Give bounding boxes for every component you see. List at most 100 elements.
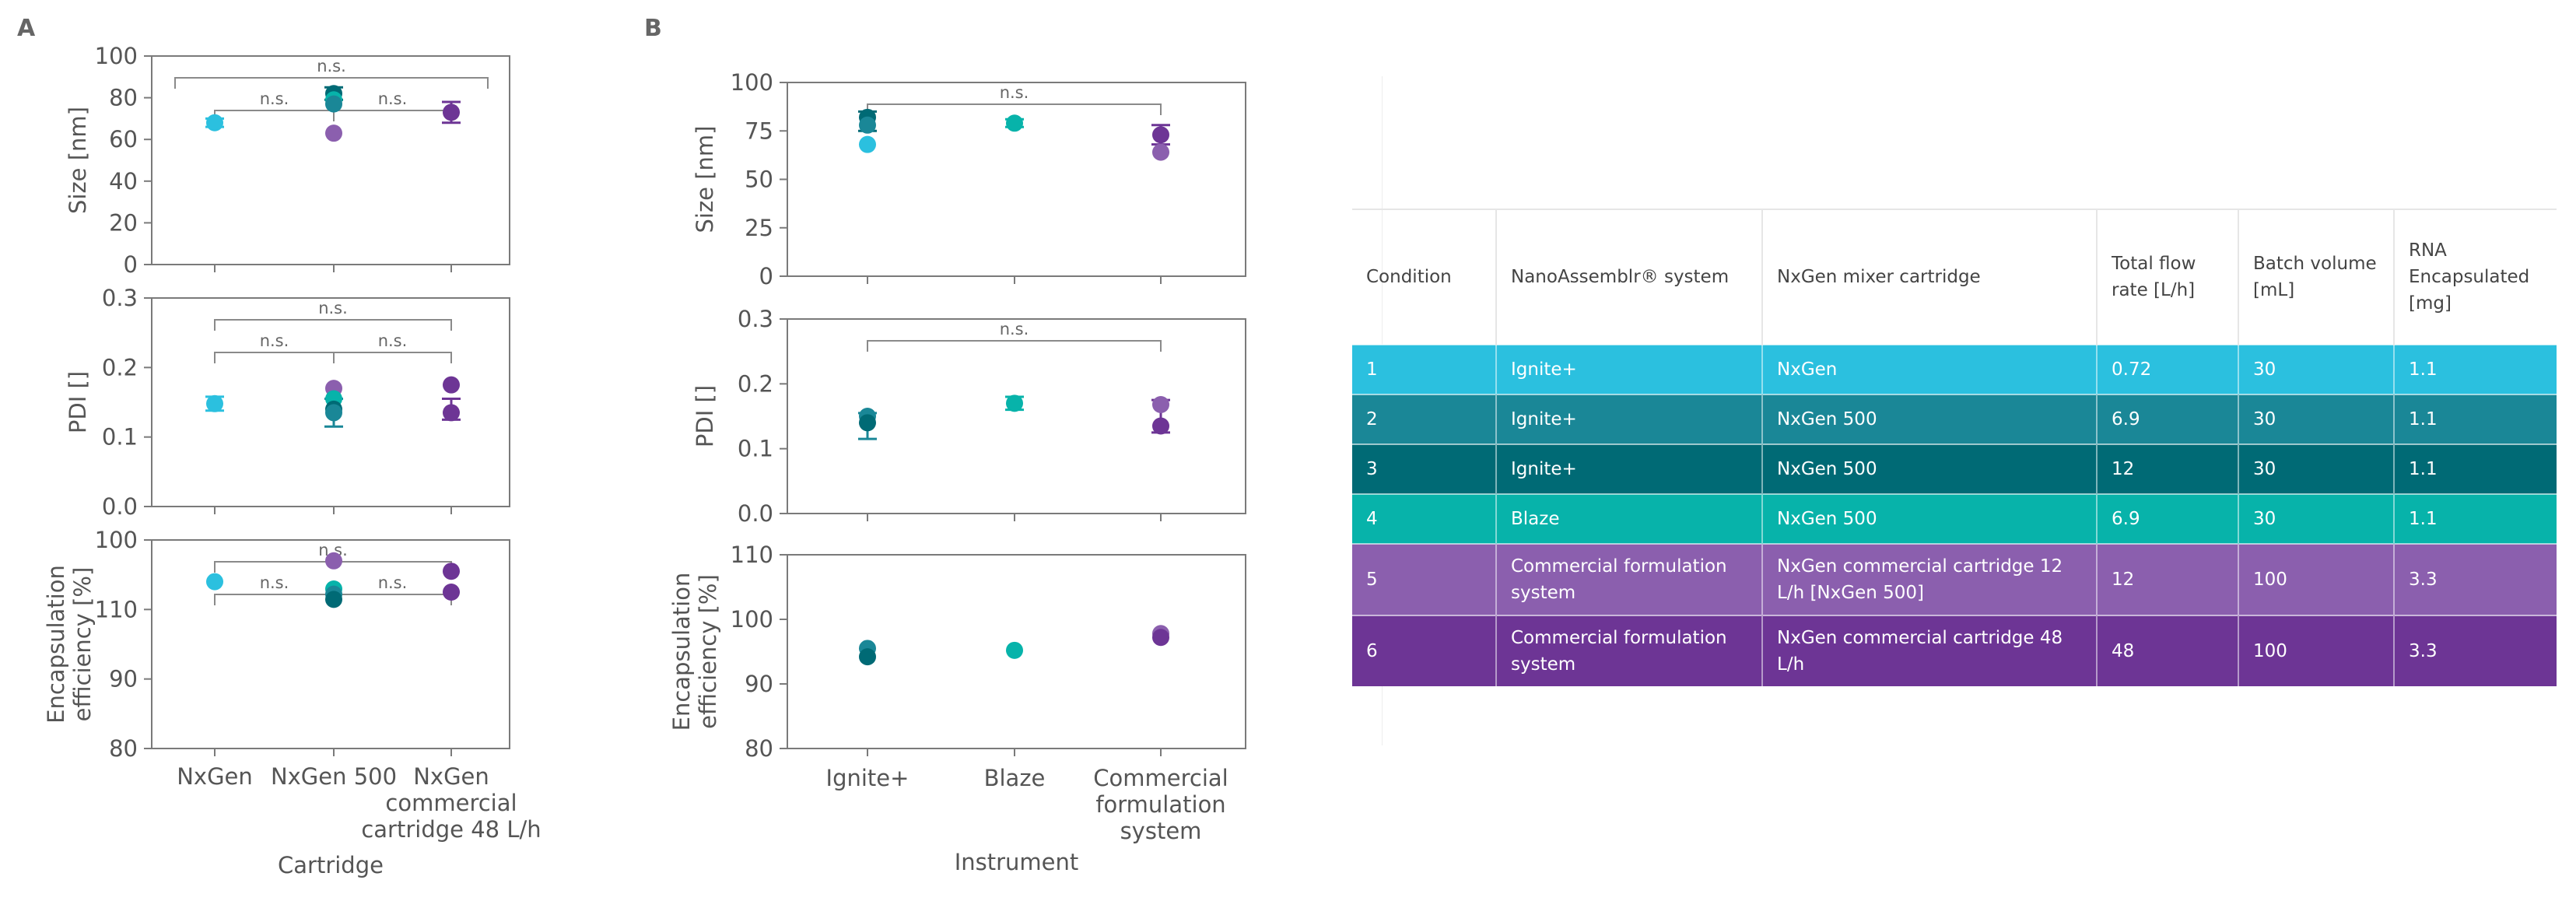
data-point xyxy=(1006,641,1023,659)
table-cell: 0.72 xyxy=(2096,344,2238,394)
x-category-label-line: system xyxy=(1120,818,1202,844)
x-category-label: Blaze xyxy=(984,765,1046,791)
table-cell: 1.1 xyxy=(2393,443,2557,494)
table-header-text: [mg] xyxy=(2409,293,2452,314)
x-category-label-line: NxGen 500 xyxy=(271,763,397,790)
table-cell: NxGen commercial cartridge 48 L/h xyxy=(1761,615,2097,686)
significance-label: n.s. xyxy=(260,89,289,108)
table-cell: Ignite+ xyxy=(1495,443,1762,494)
significance-label: n.s. xyxy=(378,573,408,592)
table-cell: 4 xyxy=(1352,493,1496,544)
x-category-label-line: Blaze xyxy=(984,765,1046,791)
table-header-cell: NxGen mixer cartridge xyxy=(1761,209,2097,345)
y-tick-label: 90 xyxy=(745,671,773,697)
table-header-text: Condition xyxy=(1366,267,1452,287)
significance-label: n.s. xyxy=(260,573,289,592)
y-tick-label: 60 xyxy=(109,126,138,153)
significance-label: n.s. xyxy=(1000,83,1029,102)
y-tick-label: 0.3 xyxy=(738,306,773,332)
y-tick-label: 0.2 xyxy=(738,370,773,397)
significance-bracket xyxy=(214,319,452,331)
x-category-label-line: cartridge 48 L/h xyxy=(361,816,541,843)
plot-frame xyxy=(787,318,1246,514)
data-point xyxy=(1152,417,1169,435)
y-axis-label: Size [nm] xyxy=(65,107,91,214)
plot-frame xyxy=(787,554,1246,749)
y-tick-label: 100 xyxy=(731,69,773,96)
table-header-text: RNA xyxy=(2409,240,2447,261)
plot-frame xyxy=(151,539,510,749)
y-tick-label: 0 xyxy=(124,251,138,278)
data-point xyxy=(206,573,223,591)
significance-label: n.s. xyxy=(318,299,348,317)
significance-label: n.s. xyxy=(378,89,408,108)
y-tick-label: 0.1 xyxy=(102,424,138,450)
y-tick-label: 110 xyxy=(731,542,773,568)
table-cell: 1.1 xyxy=(2393,394,2557,444)
data-point xyxy=(325,95,342,113)
data-point xyxy=(859,414,876,432)
table-cell: 48 xyxy=(2096,615,2238,686)
x-category-label-line: NxGen xyxy=(413,763,489,790)
data-point xyxy=(206,394,223,412)
table-cell: Ignite+ xyxy=(1495,394,1762,444)
panel-label-b: B xyxy=(644,15,662,42)
x-category-label-line: formulation xyxy=(1095,791,1225,818)
y-tick-label: 0 xyxy=(759,263,773,289)
table-header-text: Total flow xyxy=(2112,254,2196,274)
data-point xyxy=(325,124,342,142)
significance-label: n.s. xyxy=(317,57,346,75)
table-cell: Commercial formulation system xyxy=(1495,543,1762,615)
table-cell: 6 xyxy=(1352,615,1496,686)
data-point xyxy=(443,563,460,580)
data-point xyxy=(859,648,876,666)
x-category-label: Ignite+ xyxy=(826,765,909,791)
table-cell: 30 xyxy=(2238,443,2394,494)
y-axis-label: Encapsulationefficiency [%] xyxy=(43,565,96,724)
table-cell: 3 xyxy=(1352,443,1496,494)
y-tick-label: 80 xyxy=(745,735,773,762)
y-axis-label-line: efficiency [%] xyxy=(695,574,721,729)
data-point xyxy=(859,135,876,153)
table-cell: 12 xyxy=(2096,443,2238,494)
y-tick-label: 100 xyxy=(731,606,773,633)
x-category-label-line: Ignite+ xyxy=(826,765,909,791)
table-cell: Ignite+ xyxy=(1495,344,1762,394)
y-axis-label: PDI [] xyxy=(65,371,91,433)
data-point xyxy=(443,584,460,601)
data-point xyxy=(1152,143,1169,161)
table-cell: 6.9 xyxy=(2096,493,2238,544)
y-tick-label: 0.1 xyxy=(738,436,773,462)
y-axis-label: Size [nm] xyxy=(692,125,718,233)
y-tick-label: 100 xyxy=(95,527,138,553)
data-point xyxy=(1152,126,1169,144)
x-axis-label: Cartridge xyxy=(278,852,384,878)
table-header-text: rate [L/h] xyxy=(2112,280,2196,300)
conditions-table: Condition NanoAssemblr® system NxGen mixer… xyxy=(1352,209,2557,686)
data-point xyxy=(859,116,876,134)
y-axis-label: Encapsulationefficiency [%] xyxy=(668,573,721,731)
table-cell: Blaze xyxy=(1495,493,1762,544)
table-header-text: NanoAssemblr® system xyxy=(1511,267,1730,287)
y-axis-label-line: Encapsulation xyxy=(43,565,69,724)
x-category-label-line: NxGen xyxy=(177,763,253,790)
significance-bracket xyxy=(214,352,335,363)
significance-bracket xyxy=(867,340,1162,352)
y-axis-label: PDI [] xyxy=(692,385,718,447)
y-axis-label-line: efficiency [%] xyxy=(69,567,96,722)
data-point xyxy=(1152,629,1169,647)
panel-label-a: A xyxy=(17,15,36,42)
significance-label: n.s. xyxy=(260,331,289,350)
table-cell: Commercial formulation system xyxy=(1495,615,1762,686)
